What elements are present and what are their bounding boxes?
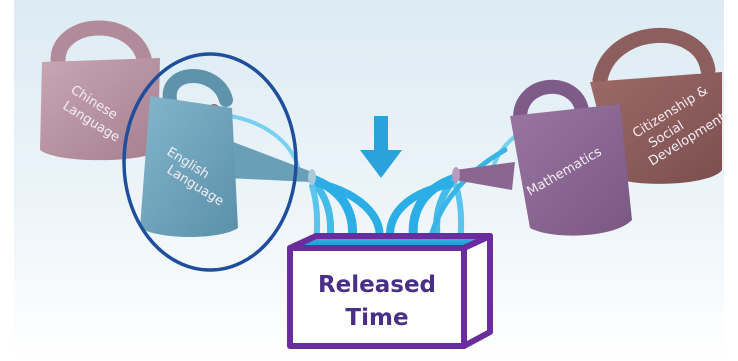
box-label-line1: Released <box>318 272 436 298</box>
box-icon <box>287 233 493 349</box>
highlight-ring <box>122 52 298 272</box>
box-label-line2: Time <box>345 305 408 331</box>
watering-can-mathematics <box>452 80 632 236</box>
down-arrow-icon <box>360 116 402 178</box>
watering-can-english <box>140 69 316 237</box>
